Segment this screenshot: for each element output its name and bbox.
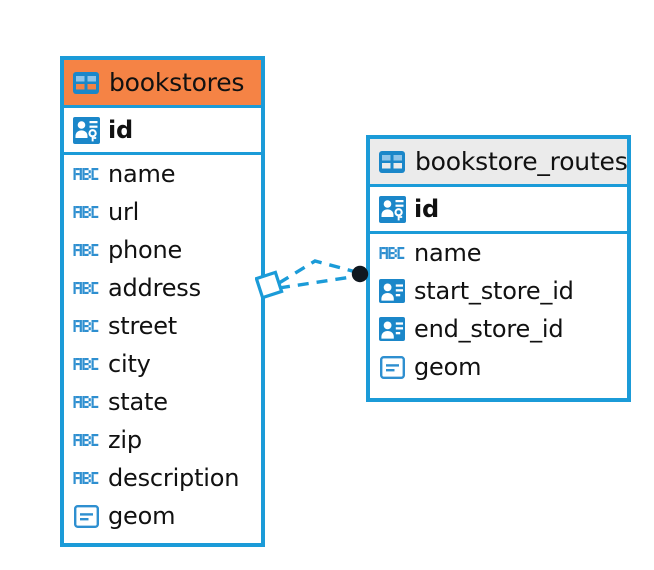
field-label: zip bbox=[108, 426, 142, 454]
text-field-icon bbox=[72, 350, 100, 378]
text-field-icon bbox=[72, 464, 100, 492]
entity-bookstore-routes[interactable]: bookstore_routes id bbox=[366, 135, 631, 402]
table-icon bbox=[378, 148, 406, 176]
field-row-description[interactable]: description bbox=[64, 459, 261, 497]
field-row-start-store-id[interactable]: start_store_id bbox=[370, 272, 627, 310]
text-field-icon bbox=[72, 388, 100, 416]
primary-key-section-bookstore-routes: id bbox=[370, 187, 627, 234]
text-field-icon bbox=[378, 239, 406, 267]
relationship-branch-upper bbox=[278, 259, 361, 285]
field-label: geom bbox=[108, 502, 176, 530]
text-field-icon bbox=[72, 160, 100, 188]
field-row-name[interactable]: name bbox=[64, 155, 261, 193]
field-label: phone bbox=[108, 236, 183, 264]
entity-title: bookstore_routes bbox=[415, 147, 628, 176]
field-row-id[interactable]: id bbox=[370, 187, 627, 231]
geometry-field-icon bbox=[378, 353, 406, 381]
text-field-icon bbox=[72, 274, 100, 302]
text-field-icon bbox=[72, 198, 100, 226]
entity-header-bookstores[interactable]: bookstores bbox=[64, 60, 261, 108]
field-row-url[interactable]: url bbox=[64, 193, 261, 231]
field-label: name bbox=[108, 160, 176, 188]
field-label: end_store_id bbox=[414, 315, 564, 343]
field-row-street[interactable]: street bbox=[64, 307, 261, 345]
field-row-phone[interactable]: phone bbox=[64, 231, 261, 269]
entity-header-bookstore-routes[interactable]: bookstore_routes bbox=[370, 139, 628, 187]
relationship-branch-lower bbox=[278, 274, 359, 290]
text-field-icon bbox=[72, 426, 100, 454]
foreign-key-icon bbox=[378, 277, 406, 305]
field-row-state[interactable]: state bbox=[64, 383, 261, 421]
primary-key-icon bbox=[72, 116, 100, 144]
field-label: street bbox=[108, 312, 177, 340]
field-label: id bbox=[414, 195, 440, 223]
field-row-address[interactable]: address bbox=[64, 269, 261, 307]
text-field-icon bbox=[72, 236, 100, 264]
field-row-end-store-id[interactable]: end_store_id bbox=[370, 310, 627, 348]
field-row-name[interactable]: name bbox=[370, 234, 627, 272]
field-label: geom bbox=[414, 353, 482, 381]
field-label: description bbox=[108, 464, 240, 492]
field-label: id bbox=[108, 116, 134, 144]
field-label: name bbox=[414, 239, 482, 267]
field-row-geom[interactable]: geom bbox=[370, 348, 627, 386]
field-list-bookstore-routes: name start_store_id bbox=[370, 234, 627, 386]
field-list-bookstores: name ur bbox=[64, 155, 261, 535]
entity-bookstores[interactable]: bookstores id bbox=[60, 56, 265, 547]
entity-title: bookstores bbox=[109, 68, 245, 97]
field-label: address bbox=[108, 274, 201, 302]
field-label: url bbox=[108, 198, 140, 226]
relationship-connector[interactable] bbox=[255, 243, 375, 315]
foreign-key-icon bbox=[378, 315, 406, 343]
field-label: start_store_id bbox=[414, 277, 574, 305]
table-icon bbox=[72, 69, 100, 97]
primary-key-icon bbox=[378, 195, 406, 223]
field-row-geom[interactable]: geom bbox=[64, 497, 261, 535]
field-row-id[interactable]: id bbox=[64, 108, 261, 152]
field-label: state bbox=[108, 388, 168, 416]
geometry-field-icon bbox=[72, 502, 100, 530]
primary-key-section-bookstores: id bbox=[64, 108, 261, 155]
field-label: city bbox=[108, 350, 151, 378]
field-row-city[interactable]: city bbox=[64, 345, 261, 383]
field-row-zip[interactable]: zip bbox=[64, 421, 261, 459]
text-field-icon bbox=[72, 312, 100, 340]
